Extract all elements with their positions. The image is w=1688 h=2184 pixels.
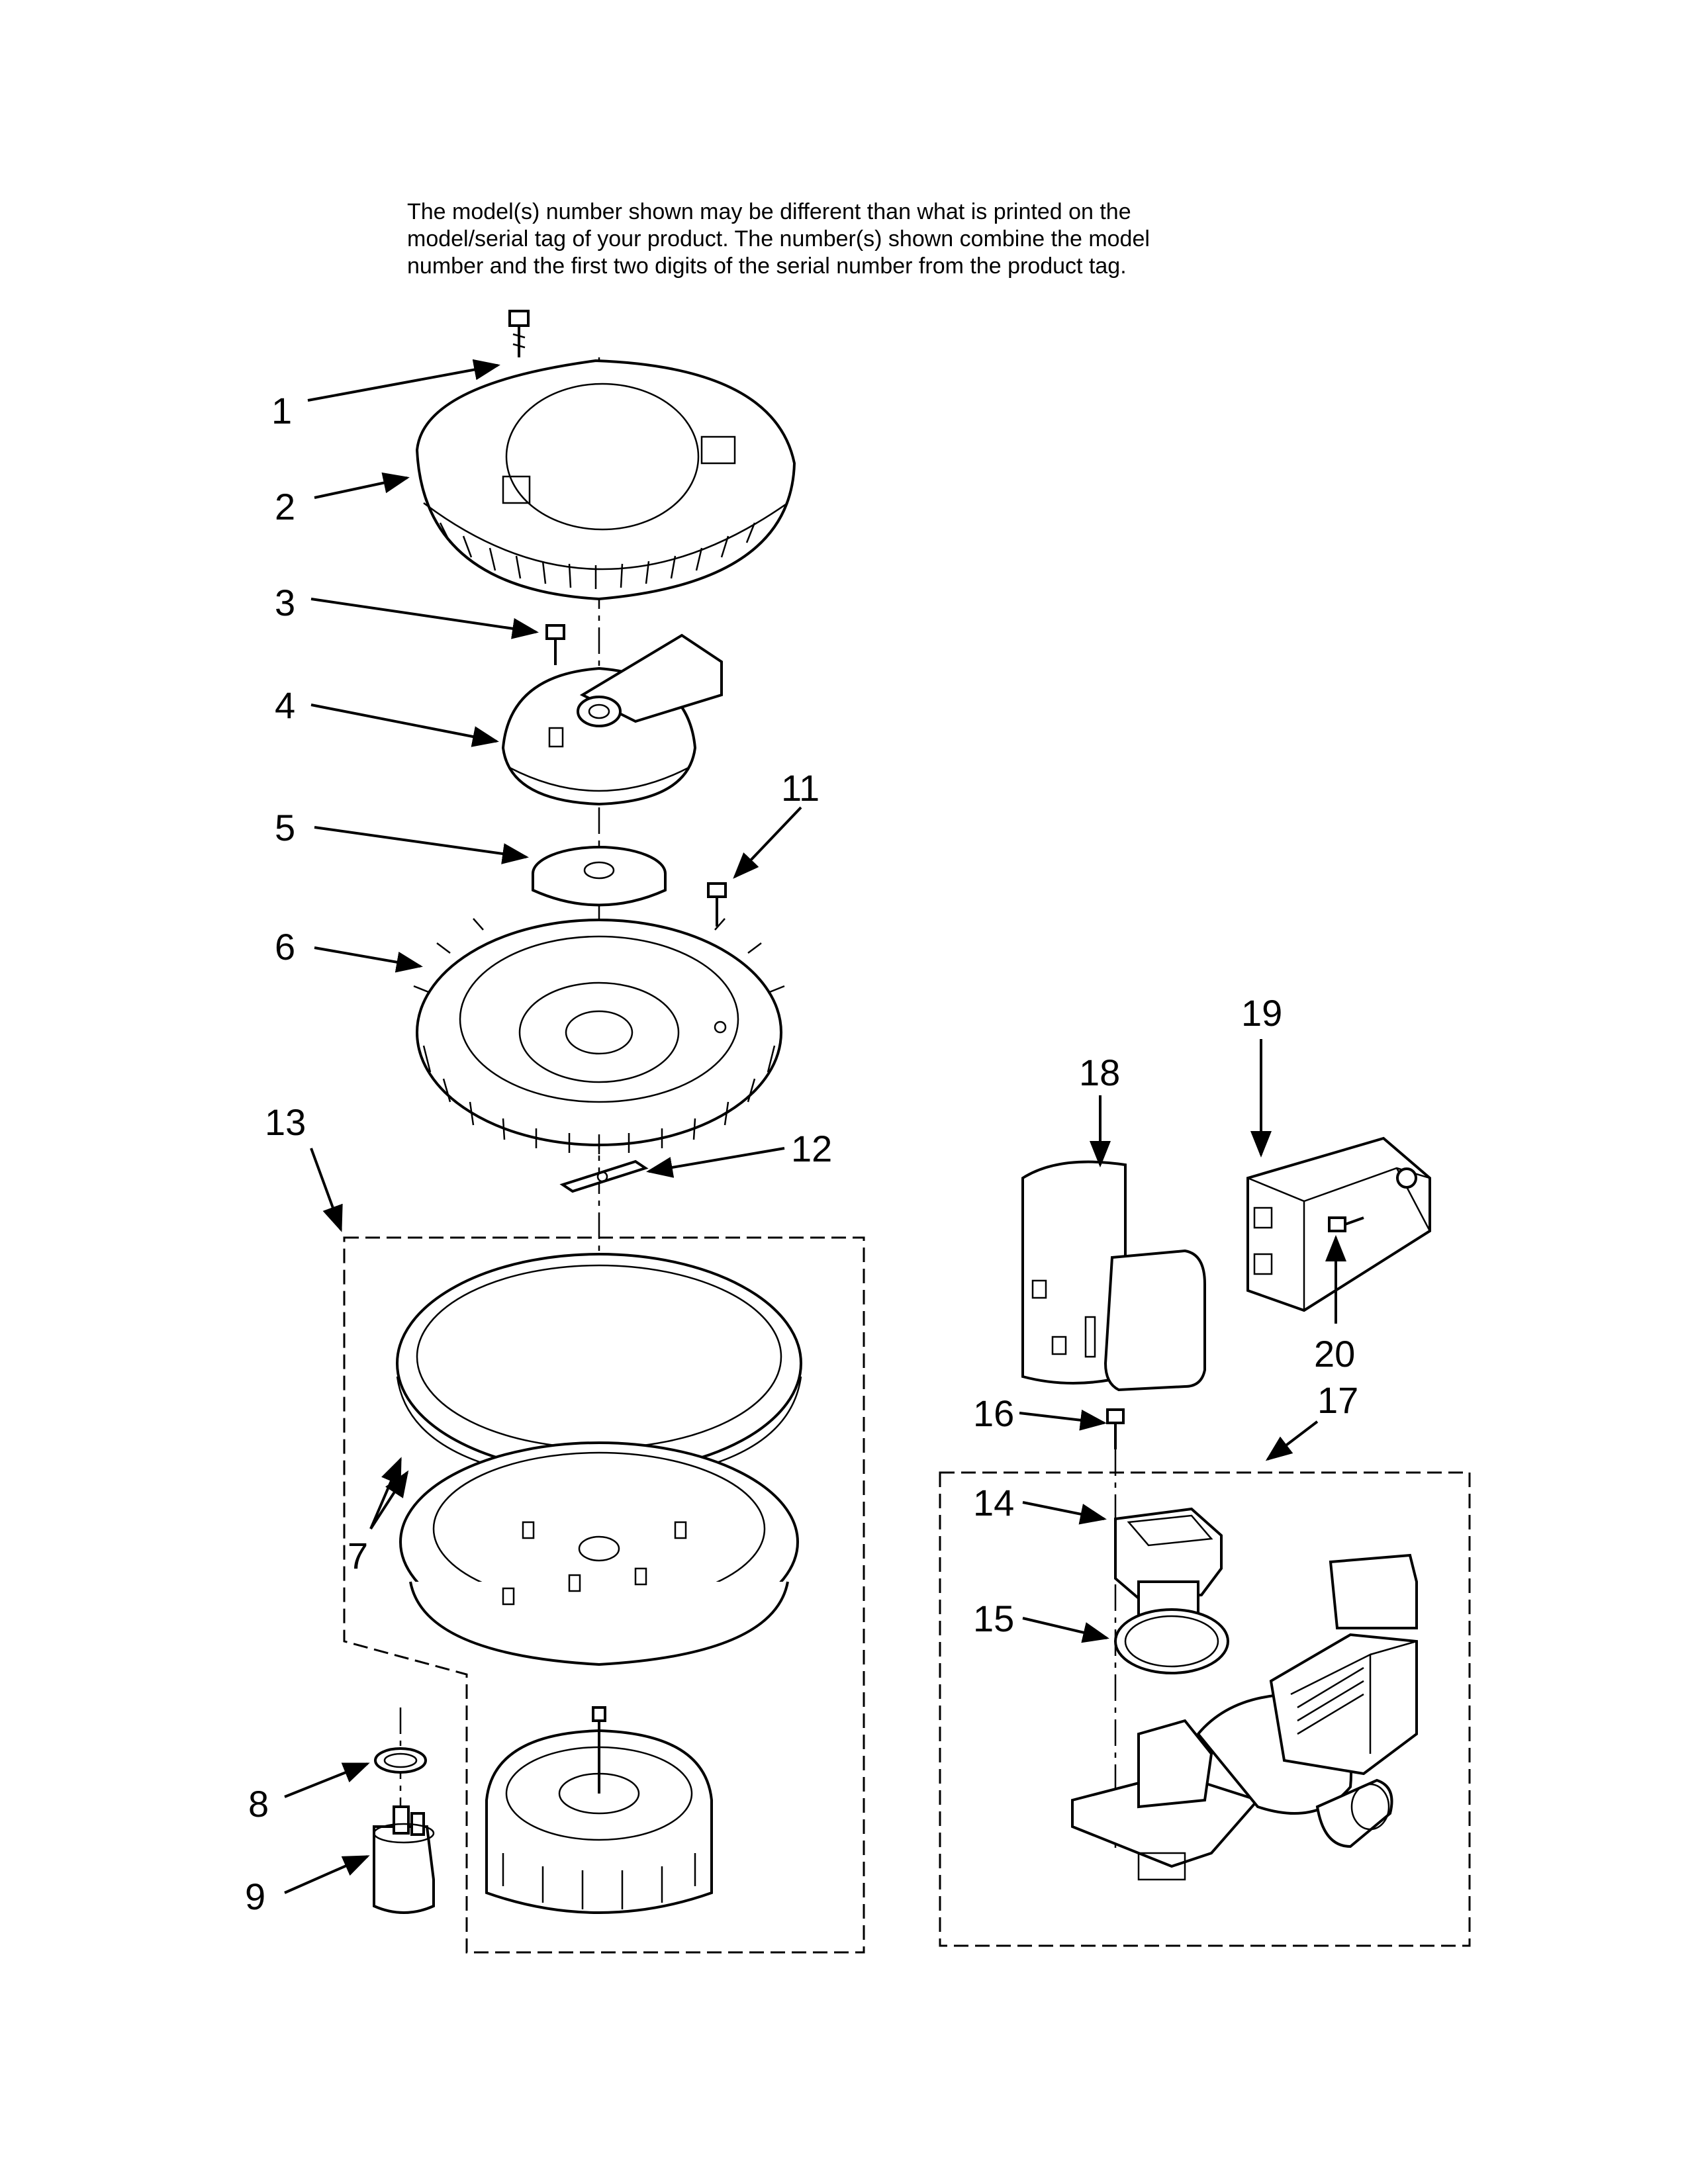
callout-14: 14 xyxy=(973,1482,1014,1524)
callout-20: 20 xyxy=(1314,1333,1355,1375)
drain-pump xyxy=(1071,1553,1418,1881)
callout-leaders xyxy=(284,359,1346,1894)
callout-18: 18 xyxy=(1079,1052,1120,1093)
callout-19: 19 xyxy=(1241,992,1282,1034)
callout-6: 6 xyxy=(275,926,295,968)
callout-9: 9 xyxy=(245,1876,265,1917)
part-14-coupler xyxy=(1114,1507,1223,1623)
callout-labels: 1 2 3 4 5 6 7 8 9 11 12 13 14 15 16 17 1… xyxy=(245,390,1358,1917)
part-9-adapter xyxy=(373,1805,435,1914)
part-2-chopper-cover xyxy=(415,359,796,601)
callout-3: 3 xyxy=(275,582,295,623)
callout-4: 4 xyxy=(275,684,295,726)
part-20-screw xyxy=(1328,1216,1364,1232)
callout-2: 2 xyxy=(275,486,295,527)
callout-13: 13 xyxy=(265,1101,306,1143)
callout-5: 5 xyxy=(275,807,295,848)
part-16-screw xyxy=(1106,1408,1125,1853)
part-4-pump-housing xyxy=(501,633,723,806)
part-15-o-ring xyxy=(1114,1608,1229,1674)
model-number-notice: The model(s) number shown may be differe… xyxy=(407,199,1347,280)
part-17-group-boundary xyxy=(939,1471,1471,1947)
callout-7: 7 xyxy=(348,1535,368,1576)
part-1-screw xyxy=(508,310,530,357)
part-3-screw xyxy=(545,624,565,665)
part-12-gasket xyxy=(559,1160,649,1193)
callout-17: 17 xyxy=(1317,1379,1358,1421)
part-5-impeller xyxy=(532,846,667,907)
callout-11: 11 xyxy=(781,767,820,809)
callout-15: 15 xyxy=(973,1598,1014,1639)
notice-line-1: The model(s) number shown may be differe… xyxy=(407,199,1131,224)
callout-12: 12 xyxy=(791,1128,832,1169)
motor xyxy=(485,1706,713,1914)
part-13-group-boundary xyxy=(343,1236,865,1954)
notice-line-2: model/serial tag of your product. The nu… xyxy=(407,226,1150,251)
callout-8: 8 xyxy=(248,1783,269,1825)
callout-1: 1 xyxy=(271,390,292,432)
sump-assembly xyxy=(399,1441,799,1666)
callout-16: 16 xyxy=(973,1392,1014,1434)
part-11-screw xyxy=(707,882,727,927)
part-18-bracket xyxy=(1021,1160,1206,1392)
part-6-filter-housing xyxy=(413,918,785,1154)
notice-line-3: number and the first two digits of the s… xyxy=(407,253,1127,279)
